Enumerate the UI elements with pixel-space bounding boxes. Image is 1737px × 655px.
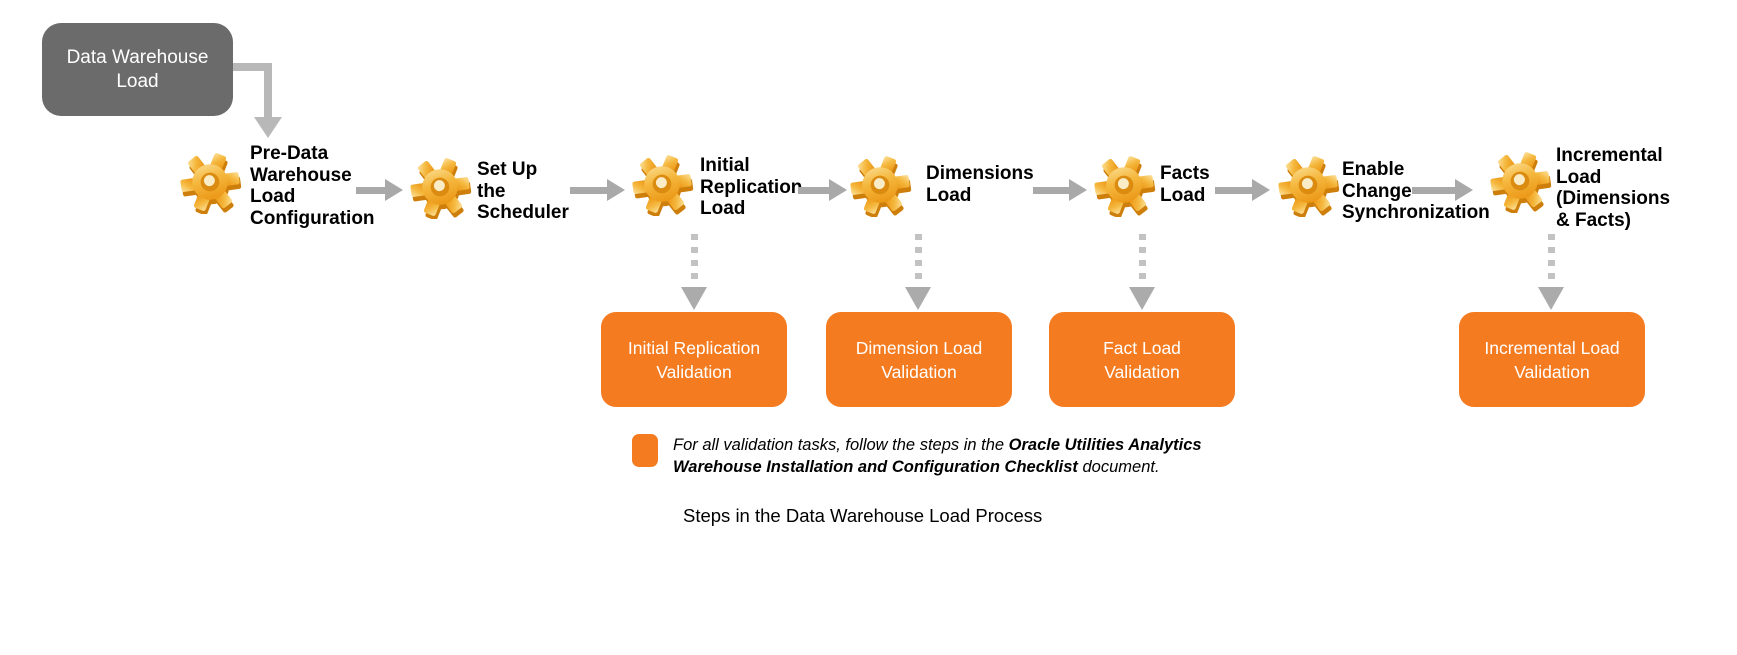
arrow-right-icon	[570, 179, 625, 201]
legend-line2-regular: document.	[1077, 458, 1160, 476]
step-label-facts-load: Facts Load	[1160, 163, 1210, 206]
validation-box-incremental-load: Incremental Load Validation	[1459, 312, 1645, 407]
validation-box-fact-load: Fact Load Validation	[1049, 312, 1235, 407]
gear-icon	[848, 153, 912, 217]
legend-line1-regular: For all validation tasks, follow the ste…	[673, 436, 1009, 454]
dashed-arrow-down-head-icon	[1129, 287, 1155, 310]
step-label-enable-change-synchronization: Enable Change Synchronization	[1342, 159, 1490, 223]
gear-icon	[630, 152, 694, 216]
elbow-arrow-down-head-icon	[254, 117, 282, 138]
dashed-arrow-down-icon	[1548, 234, 1555, 286]
legend-line-1: For all validation tasks, follow the ste…	[673, 434, 1202, 456]
arrow-right-icon	[1215, 179, 1270, 201]
dashed-arrow-down-icon	[691, 234, 698, 286]
validation-box-initial-replication: Initial Replication Validation	[601, 312, 787, 407]
gear-icon	[1276, 153, 1340, 217]
dashed-arrow-down-head-icon	[905, 287, 931, 310]
step-label-incremental-load: Incremental Load (Dimensions & Facts)	[1556, 145, 1671, 231]
arrow-right-icon	[1412, 179, 1473, 201]
diagram-caption: Steps in the Data Warehouse Load Process	[683, 505, 1043, 526]
elbow-arrow-horizontal-segment	[233, 63, 272, 71]
legend-note: For all validation tasks, follow the ste…	[673, 434, 1202, 478]
legend-line-2: Warehouse Installation and Configuration…	[673, 456, 1202, 478]
arrow-right-icon	[1033, 179, 1087, 201]
step-label-dimensions-load: Dimensions Load	[926, 163, 1034, 206]
step-label-set-up-the-scheduler: Set Up the Scheduler	[477, 159, 569, 223]
legend-line2-bold: Warehouse Installation and Configuration…	[673, 458, 1078, 476]
gear-icon	[408, 155, 472, 219]
dashed-arrow-down-icon	[1139, 234, 1146, 286]
legend-orange-swatch-icon	[632, 434, 658, 467]
start-node-data-warehouse-load: Data Warehouse Load	[42, 23, 233, 116]
arrow-right-icon	[798, 179, 847, 201]
dashed-arrow-down-head-icon	[1538, 287, 1564, 310]
legend-line1-bold: Oracle Utilities Analytics	[1008, 436, 1202, 454]
step-label-pre-data-warehouse-load-configuration: Pre-Data Warehouse Load Configuration	[250, 143, 375, 229]
gear-icon	[178, 150, 242, 214]
gear-icon	[1488, 149, 1552, 213]
gear-icon	[1092, 153, 1156, 217]
dashed-arrow-down-icon	[915, 234, 922, 286]
arrow-right-icon	[356, 179, 403, 201]
validation-box-dimension-load: Dimension Load Validation	[826, 312, 1012, 407]
elbow-arrow-vertical-segment	[264, 63, 272, 118]
step-label-initial-replication-load: Initial Replication Load	[700, 155, 803, 219]
dashed-arrow-down-head-icon	[681, 287, 707, 310]
